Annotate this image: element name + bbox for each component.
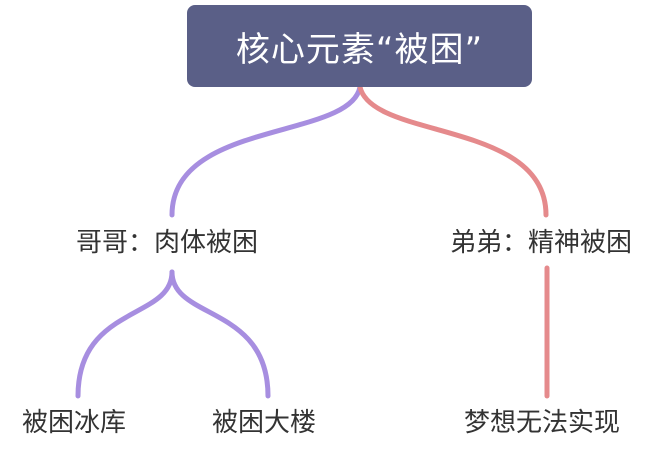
connector-root-to-younger-brother [357,84,549,218]
leaf-node-dream: 梦想无法实现 [464,410,620,436]
branch-node-brother-label: 哥哥：肉体被困 [76,228,259,258]
root-node-label: 核心元素“被困” [235,29,484,70]
branch-node-brother: 哥哥：肉体被困 [76,230,258,256]
leaf-node-icebox: 被困冰库 [22,410,126,436]
branch-node-younger-brother-label: 弟弟：精神被困 [450,228,633,258]
leaf-node-building: 被困大楼 [212,410,316,436]
leaf-node-icebox-label: 被困冰库 [22,408,127,438]
root-node: 核心元素“被困” [187,5,532,87]
leaf-node-building-label: 被困大楼 [212,408,317,438]
connector-brother-to-icebox [75,269,175,399]
branch-node-younger-brother: 弟弟：精神被困 [450,230,632,256]
connector-root-to-brother [169,84,363,218]
connector-brother-to-building [169,269,271,399]
leaf-node-dream-label: 梦想无法实现 [464,408,621,438]
